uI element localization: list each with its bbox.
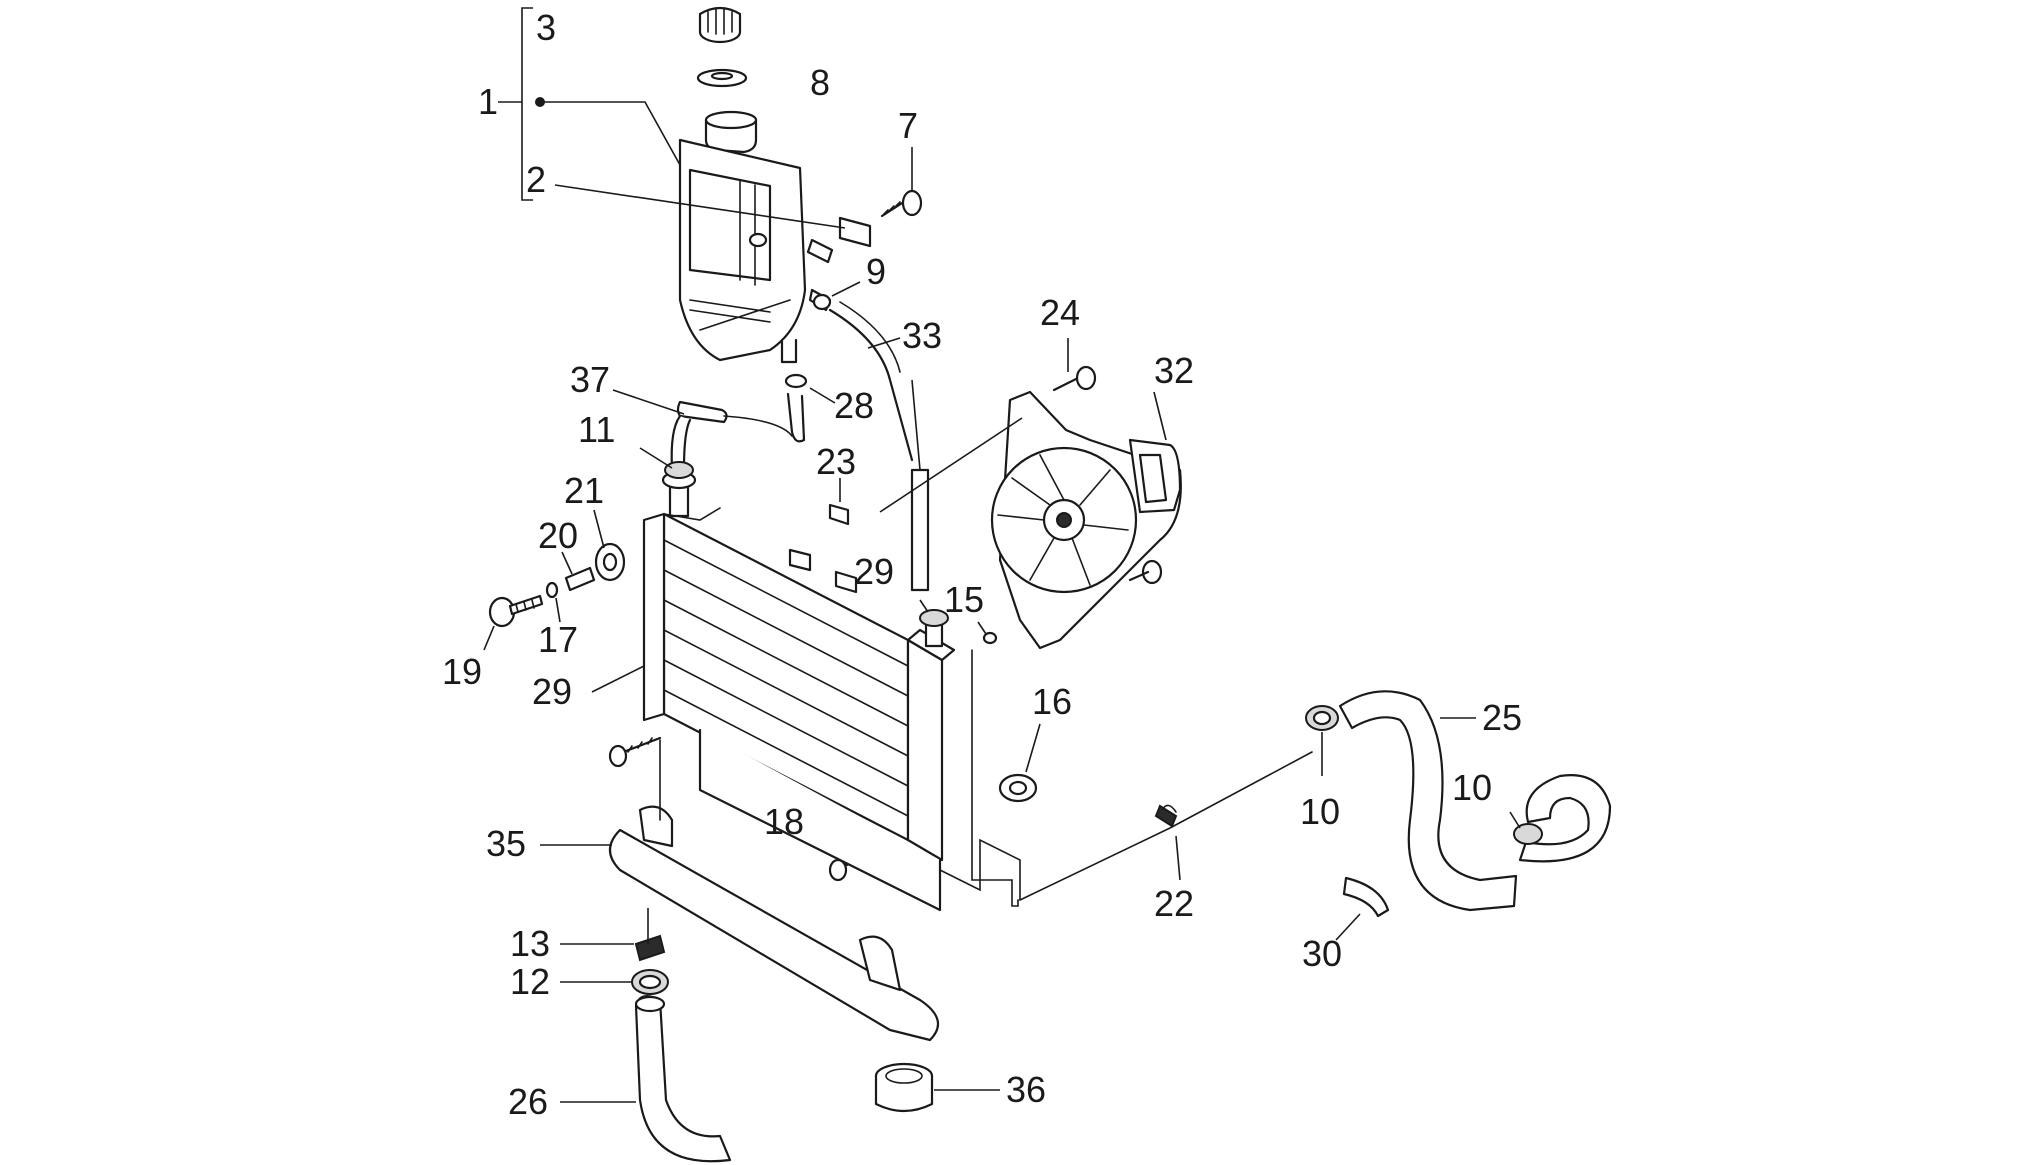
- callout-20: 20: [538, 515, 578, 556]
- hose-clip: [1342, 876, 1390, 918]
- cap-seal-ring: [696, 68, 748, 88]
- callout-33: 33: [902, 315, 942, 356]
- callout-24: 24: [1040, 292, 1080, 333]
- expansion-tank-assembly: [498, 6, 923, 364]
- tank-hoses: [612, 301, 930, 592]
- callout-21: 21: [564, 470, 604, 511]
- callout-36: 36: [1006, 1069, 1046, 1110]
- callout-37: 37: [570, 359, 610, 400]
- tank-grommet: [812, 293, 832, 311]
- callout-9: 9: [866, 251, 886, 292]
- callout-29-left: 29: [532, 671, 572, 712]
- callout-1: 1: [478, 81, 498, 122]
- callout-8: 8: [810, 62, 830, 103]
- callout-18: 18: [764, 801, 804, 842]
- callout-19: 19: [442, 651, 482, 692]
- callout-10-right: 10: [1452, 767, 1492, 808]
- callout-3: 3: [536, 7, 556, 48]
- callout-10-upper: 10: [1300, 791, 1340, 832]
- tank-mounting-screw: [880, 189, 923, 218]
- callout-32: 32: [1154, 350, 1194, 391]
- inlet-hose-assembly: [560, 908, 732, 1163]
- callout-7: 7: [898, 105, 918, 146]
- callout-16: 16: [1032, 681, 1072, 722]
- radiator-screw-left: [608, 736, 662, 768]
- callout-23: 23: [816, 441, 856, 482]
- expansion-tank: [678, 110, 834, 364]
- radiator-lower-tray: [540, 728, 1021, 1042]
- callout-35: 35: [486, 823, 526, 864]
- callout-25: 25: [1482, 697, 1522, 738]
- tank-cap: [698, 6, 742, 44]
- wire-harness: [971, 621, 1313, 907]
- radiator-mounting-left: [483, 509, 626, 651]
- callout-29-top: 29: [854, 551, 894, 592]
- outlet-hose-assembly: [1305, 690, 1612, 941]
- callout-28: 28: [834, 385, 874, 426]
- callout-30: 30: [1302, 933, 1342, 974]
- callout-26: 26: [508, 1081, 548, 1122]
- radiator: [591, 447, 956, 882]
- callout-12: 12: [510, 961, 550, 1002]
- callout-labels: 1 2 3 8 7 9 24 33 32 37 28 11 23 21 20 2…: [442, 7, 1522, 1122]
- callout-17: 17: [538, 619, 578, 660]
- wire-clip: [1154, 804, 1178, 828]
- fan-screw-top: [1052, 365, 1097, 392]
- cooling-fan-assembly: [879, 338, 1182, 650]
- callout-13: 13: [510, 923, 550, 964]
- sleeve: [874, 1062, 1000, 1113]
- callout-22: 22: [1154, 883, 1194, 924]
- callout-15: 15: [944, 579, 984, 620]
- callout-2: 2: [526, 159, 546, 200]
- callout-11: 11: [578, 409, 615, 450]
- radiator-bolt: [488, 594, 544, 628]
- tank-clip: [838, 216, 872, 248]
